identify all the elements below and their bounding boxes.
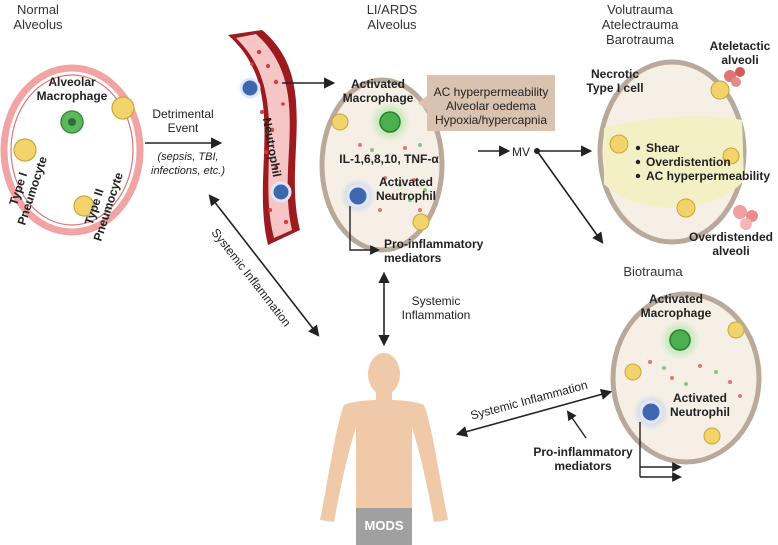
ards-title-line1: LI/ARDS [367,2,418,17]
cytokines-label: IL-1,6,8,10, TNF-α [339,152,439,166]
volutrauma-alveolus: Volutrauma Atelectrauma Barotrauma Necro… [586,2,773,258]
alveolar-macrophage-label-line1: Alveolar [48,75,96,89]
atelectatic-label-line1: Ateletactic [710,39,771,53]
normal-alveolus-membrane [0,64,144,236]
activated-neutrophil-cell [346,184,370,208]
biotrauma-title: Biotrauma [623,264,683,279]
bio-neutrophil-label-line1: Activated [673,391,727,405]
mv-to-biotrauma-arrow [536,150,604,244]
type-ii-pneumocyte-cell [624,363,642,381]
biotrauma-alveolus: Biotrauma Activated Macrophage Activated… [533,264,762,482]
alveolar-macrophage-label-line2: Macrophage [37,89,108,103]
systemic-center-label-line1: Systemic [412,294,461,308]
systemic-right-arrow [455,388,613,438]
systemic-center-label-line2: Inflammation [402,308,471,322]
necrotic-label-line1: Necrotic [591,67,639,81]
bio-macrophage-label-line2: Macrophage [641,306,712,320]
bio-macrophage-label-line1: Activated [649,292,703,306]
type-ii-pneumocyte-cell [710,80,730,100]
normal-title-line2: Alveolus [13,17,63,32]
atelectatic-label-line2: alveoli [721,53,758,67]
bio-cytokine-dots [648,360,742,398]
overdistended-label-line1: Overdistended [689,230,773,244]
volutrauma-bullet-1: Shear [646,141,680,155]
mv-label: MV [512,145,530,159]
ards-effect-2: Alveolar oedema [446,99,536,113]
ards-neutrophil-label-line2: Neutrophil [376,189,436,203]
ards-alveolus: LI/ARDS Alveolus Activated Macrophage IL… [319,2,484,265]
bio-mediators-pointer-arrow [566,410,587,439]
neutrophil-in-vessel [270,181,292,203]
volutrauma-bullet-2: Overdistention [646,155,731,169]
normal-alveolus-inner-edge [10,74,134,226]
activated-macrophage-cell [379,111,401,133]
ards-neutrophil-label-line1: Activated [379,175,433,189]
ards-mediators-label-line2: mediators [384,251,442,265]
human-head [368,353,400,395]
human-neck [376,392,392,402]
bio-macrophage-cell [669,329,691,351]
human-shorts [356,508,412,545]
neutrophil-in-vessel [239,77,261,99]
bullet-dot [635,145,641,151]
atelectatic-alveoli-cluster [724,67,745,87]
volutrauma-title-line1: Volutrauma [607,2,674,17]
ards-mediators-label-line1: Pro-inflammatory [384,237,484,251]
bio-mediators-label-line2: mediators [554,459,612,473]
bio-neutrophil-cell [639,400,663,424]
necrotic-label-line2: Type I cell [586,81,643,95]
bio-mediators-label-line1: Pro-inflammatory [533,445,633,459]
type-ii-pneumocyte-cell [676,198,696,218]
alveolar-oedema-fluid [604,116,744,208]
event-label-line1: Detrimental [152,107,213,121]
mods-label: MODS [365,518,404,533]
event-label-line2: Event [168,121,199,135]
bullet-dot [635,159,641,165]
ards-effects-box-bg [427,75,555,131]
systemic-diagonal-arrow [208,194,320,337]
ards-effect-3: Hypoxia/hypercapnia [435,113,547,127]
ards-macrophage-label-line1: Activated [351,77,405,91]
volutrauma-bullet-3: AC hyperpermeability [646,169,770,183]
overdistended-label-line2: alveoli [712,244,749,258]
type-ii-pneumocyte-cell [73,195,95,217]
overdistended-alveoli-cluster [733,205,758,230]
ards-effect-1: AC hyperpermeability [434,85,549,99]
systemic-diagonal-label: Systemic Inflammation [208,226,293,330]
ards-title-line2: Alveolus [367,17,417,32]
volutrauma-title-line2: Atelectrauma [602,17,679,32]
type-ii-pneumocyte-cell [722,147,740,165]
normal-title-line1: Normal [17,2,59,17]
type-ii-pneumocyte-cell [13,138,37,162]
ards-effects-box: AC hyperpermeability Alveolar oedema Hyp… [418,75,555,131]
type-ii-pneumocyte-cell [703,427,721,445]
human-figure: MODS [320,353,448,545]
event-examples-line2: infections, etc.) [151,165,225,177]
event-examples-line1: (sepsis, TBI, [157,151,218,163]
ards-macrophage-label-line2: Macrophage [343,91,414,105]
bio-neutrophil-label-line2: Neutrophil [670,405,730,419]
detrimental-event: Detrimental Event (sepsis, TBI, infectio… [145,107,225,177]
cytokine-dots [358,143,427,212]
type-ii-pneumocyte-cell [412,213,430,231]
bullet-dot [635,173,641,179]
blood-vessel: Neutrophil [228,30,300,245]
alveolar-macrophage-nucleus [68,118,76,126]
type-ii-pneumocyte-cell [727,321,745,339]
normal-alveolus: Normal Alveolus Alveolar Macrophage Type… [0,2,144,243]
ards-effects-box-pointer [418,96,427,110]
ards-mediators-arrow [349,206,380,255]
type-ii-pneumocyte-cell [609,134,629,154]
mechanical-ventilation: MV [478,145,604,244]
type-ii-pneumocyte-cell [111,96,135,120]
human-body [320,399,448,522]
volutrauma-title-line3: Barotrauma [606,32,675,47]
type-ii-pneumocyte-cell [331,113,349,131]
